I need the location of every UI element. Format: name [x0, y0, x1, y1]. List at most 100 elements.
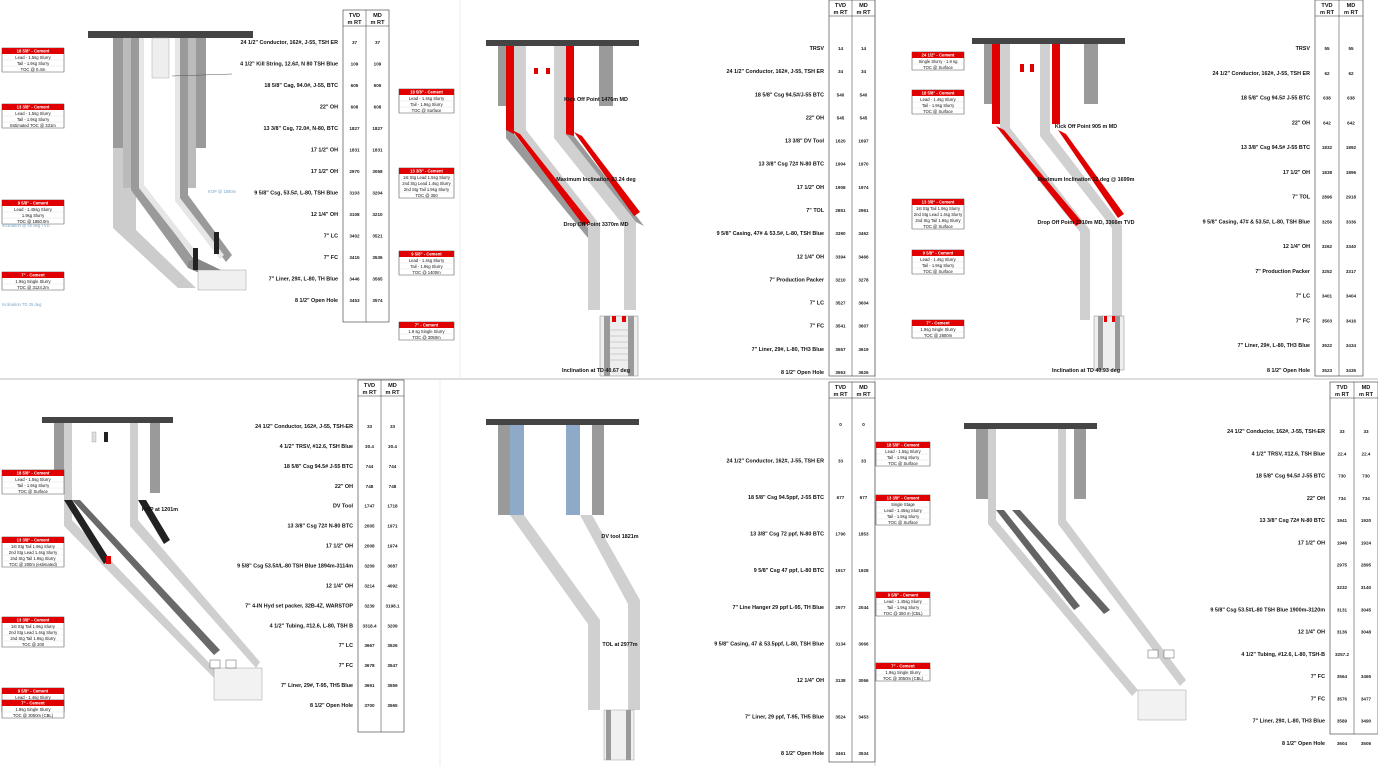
tvd-value: 545 [837, 115, 845, 120]
md-value: 3087 [387, 564, 398, 569]
tvd-value: 3523 [1322, 368, 1333, 373]
cement-box-header [2, 470, 64, 476]
cement-box-header [2, 537, 64, 543]
md-value: 3619 [858, 347, 869, 352]
tvd-value: 3136 [1337, 630, 1348, 635]
depth-row-label: 24 1/2" Conductor, 162#, J-55, TSH-ER [255, 424, 353, 430]
depth-row-label: 12 1/4" OH [326, 583, 353, 589]
cement-box-line: TOC @ 1400m [412, 270, 441, 275]
md-value: 22.4 [1362, 451, 1371, 456]
md-value: 3336 [1346, 219, 1357, 224]
md-value: 3048 [1361, 630, 1372, 635]
depth-row-label: 7" FC [810, 324, 824, 330]
cement-box-line: 1.9sg Single Slurry [920, 327, 956, 332]
md-value: 3066 [858, 641, 869, 646]
cement-box-line: TOC @ Surface [412, 108, 442, 113]
md-value: 37 [375, 40, 381, 45]
tvd-value: 3576 [1337, 696, 1348, 701]
cement-box-line: TOC @ 200 [22, 642, 45, 647]
md-unit: m RT [371, 20, 386, 26]
cement-box-line: 1st Stg Tail 1.9sg Slurry [916, 206, 961, 211]
tvd-value: 605 [351, 83, 359, 88]
md-value: 3477 [1361, 696, 1372, 701]
cement-box-header [912, 320, 964, 326]
md-value: 1970 [858, 162, 869, 167]
well-note: Drop Off Point 3310m MD, 3366m TVD [1037, 220, 1134, 226]
md-value: 3278 [858, 277, 869, 282]
cement-box-line: TOC @ Surface [923, 269, 953, 274]
md-value: 0 [862, 422, 865, 427]
cement-box-line: 1st Stg Lead 1.5sg Slurry [403, 175, 451, 180]
md-value: 1928 [858, 568, 869, 573]
cement-box-header [399, 322, 454, 328]
cement-box-header [912, 199, 964, 205]
md-value: 748 [389, 484, 397, 489]
cement-box-line: TOC @ 200m (estimated) [9, 562, 58, 567]
md-value: 1924 [1361, 540, 1372, 545]
cement-box-line: 1.9 sg Single Slurry [408, 329, 445, 334]
cement-box-line: Tail - 1.9sg Slurry [922, 263, 955, 268]
cement-box-title: 7" - Cement [415, 323, 439, 328]
md-value: 34 [861, 69, 867, 74]
tvd-value: 1832 [1322, 145, 1333, 150]
tvd-value: 744 [366, 464, 374, 469]
md-value: 1827 [372, 126, 383, 131]
md-value: 3465 [1361, 674, 1372, 679]
well-note: Maximum Inclination 12 deg @ 1699m [1038, 177, 1135, 183]
md-value: 2961 [858, 208, 869, 213]
depth-row-label: 22" OH [335, 484, 353, 490]
md-value: 1974 [387, 544, 398, 549]
cement-box-title: 9 5/8" - Cement [411, 252, 442, 257]
tvd-value: 3256 [1322, 219, 1333, 224]
cement-box-line: TOC @ Surface [923, 109, 953, 114]
md-value: 1896 [1346, 170, 1357, 175]
panel-4-wellbore [42, 417, 263, 701]
cement-box-title: 13 3/8" - Cement [17, 105, 50, 110]
cement-box-header [912, 52, 964, 58]
cement-box-header [399, 89, 454, 95]
tvd-value: 3415 [349, 255, 360, 260]
tvd-value: 33 [1339, 429, 1345, 434]
depth-row-label: 7" Liner, 29#, L-80, TH3 Blue [1253, 719, 1325, 725]
depth-row-label: 22" OH [806, 115, 824, 121]
cement-box-title: 9 5/8" - Cement [923, 251, 954, 256]
tvd-unit: m RT [1335, 392, 1350, 398]
md-value: 33 [861, 459, 867, 464]
cement-box-line: TOC @ Surface [923, 65, 953, 70]
md-header: MD [373, 13, 382, 19]
depth-row-label: 9 5/8" Casing, 47 & 53.5ppf, L-80, TSH B… [714, 641, 824, 647]
depth-row-label: 13 3/8" Csg 72# N-80 BTC [1260, 518, 1326, 524]
tvd-value: 3503 [1322, 318, 1333, 323]
md-value: 3317 [1346, 269, 1357, 274]
tvd-value: 3446 [349, 277, 360, 282]
depth-row-label: 4 1/2" Tubing, #12.6, L-80, TSH B [270, 623, 353, 629]
md-value: 744 [389, 464, 397, 469]
tvd-value: 3252 [1322, 269, 1333, 274]
cement-box-title: 13 3/8" - Cement [17, 618, 50, 623]
cement-box-line: 2nd Stg Lead 1.4sg Slurry [402, 181, 451, 186]
tvd-value: 34 [838, 69, 844, 74]
tvd-value: 3563 [835, 370, 846, 375]
cement-box-line: 2nd Stg Tail 1.9sg Slurry [10, 556, 56, 561]
depth-row-label: 12 1/4" OH [797, 254, 824, 260]
depth-row-label: 4 1/2" TRSV, #12.6, TSH Blue [280, 444, 353, 450]
md-value: 109 [374, 62, 382, 67]
md-header: MD [859, 385, 868, 391]
md-value: 540 [860, 92, 868, 97]
tvd-value: 3210 [835, 277, 846, 282]
md-value: 1718 [387, 504, 398, 509]
depth-row-label: 8 1/2" Open Hole [310, 703, 353, 709]
tvd-value: 1620 [835, 139, 846, 144]
tvd-unit: m RT [363, 390, 378, 396]
tvd-value: 1941 [1337, 518, 1348, 523]
depth-row-label: 7" Liner, 29#, L-80, TH3 Blue [1238, 343, 1310, 349]
cement-box-line: Lead - 1.4sg Slurry [920, 97, 956, 102]
md-value: 3404 [1346, 294, 1357, 299]
depth-row-label: 17 1/2" OH [311, 169, 338, 175]
cement-box-title: 7" - Cement [21, 701, 45, 706]
tvd-value: 2977 [835, 605, 846, 610]
tvd-value: 3700 [364, 703, 375, 708]
tvd-value: 3257.2 [1335, 652, 1349, 657]
cement-box-line: Lead - 1.45sg Slurry [884, 508, 923, 513]
tvd-value: 608 [351, 105, 359, 110]
